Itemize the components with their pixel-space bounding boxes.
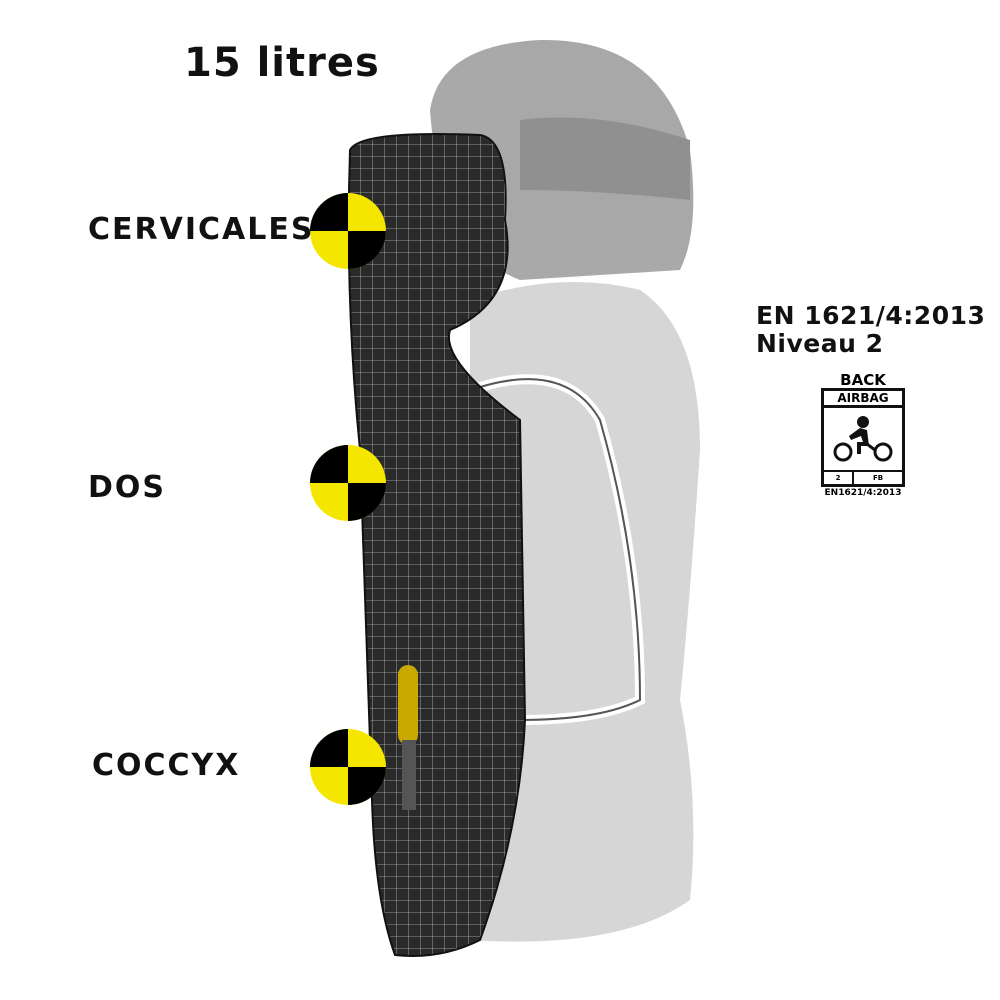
torso	[470, 282, 700, 942]
standard-line1: EN 1621/4:2013	[756, 301, 986, 330]
standard-line2: Niveau 2	[756, 329, 884, 358]
badge-level: 2	[824, 472, 854, 484]
badge-header: AIRBAG	[824, 391, 902, 408]
badge-footer: EN1621/4:2013	[824, 488, 902, 498]
marker-coccyx	[310, 729, 386, 805]
zone-label-dos: DOS	[88, 470, 167, 505]
airbag-shell	[347, 133, 527, 957]
motorcycle-rider-icon	[824, 408, 902, 472]
marker-dos	[310, 445, 386, 521]
badge-top: BACK	[840, 371, 886, 389]
badge-type: FB	[872, 474, 884, 482]
certification-badge: BACK AIRBAG 2 FB EN1621/4:2013	[818, 372, 908, 498]
gas-canister	[398, 665, 418, 745]
zone-label-coccyx: COCCYX	[92, 748, 241, 783]
zone-label-cervicales: CERVICALES	[88, 212, 315, 247]
marker-cervicales	[310, 193, 386, 269]
volume-title: 15 litres	[184, 40, 380, 86]
standard-text: EN 1621/4:2013 Niveau 2	[756, 302, 985, 358]
